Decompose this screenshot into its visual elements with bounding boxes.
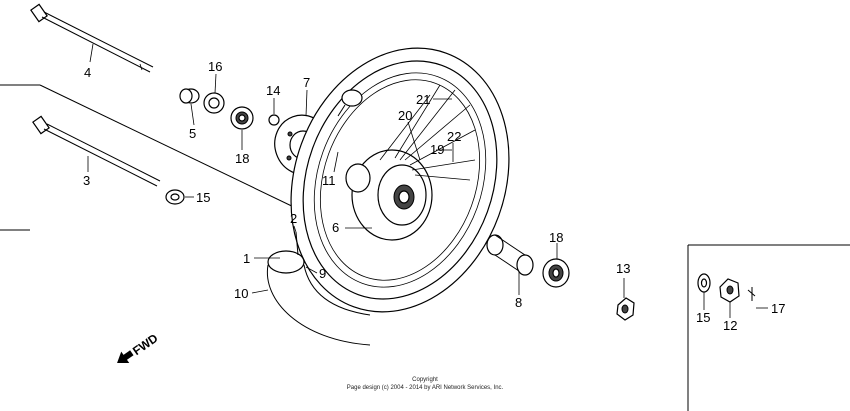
spokes	[379, 84, 476, 181]
callout-9: 9	[319, 266, 326, 281]
distance-collar	[486, 234, 534, 276]
callout-10: 10	[234, 286, 248, 301]
left-section-boundary	[0, 84, 301, 231]
callout-20: 20	[398, 108, 412, 123]
cotter-pin	[747, 287, 756, 301]
callout-12: 12	[723, 318, 737, 333]
callout-7: 7	[303, 75, 310, 90]
washer-left	[165, 189, 185, 205]
callout-11: 11	[322, 173, 336, 188]
fwd-label: FWD	[130, 331, 161, 358]
callout-22: 22	[447, 129, 461, 144]
callout-6: 6	[332, 220, 339, 235]
callout-14: 14	[266, 83, 280, 98]
wheel-hub	[345, 149, 433, 241]
copyright-line2: Page design (c) 2004 - 2014 by ARI Netwo…	[347, 385, 504, 391]
callout-18-right: 18	[549, 230, 563, 245]
callout-21: 21	[416, 92, 430, 107]
callout-4: 4	[84, 65, 91, 80]
fwd-arrow-icon: FWD	[117, 331, 161, 364]
callout-2: 2	[290, 211, 297, 226]
leader-lines	[87, 43, 768, 318]
callout-19: 19	[430, 142, 444, 157]
bearing-left	[230, 106, 254, 130]
collar	[179, 88, 200, 104]
callout-16: 16	[208, 59, 222, 74]
small-nut	[268, 114, 280, 126]
callout-15-left: 15	[196, 190, 210, 205]
callout-labels: 4 16 5 18 14 7 3 15 11 21 20 22 19 6 2 1…	[83, 59, 785, 333]
callout-8: 8	[515, 295, 522, 310]
callout-17: 17	[771, 301, 785, 316]
bearing-right	[542, 258, 570, 288]
axle-nut	[616, 297, 635, 321]
copyright-line1: Copyright	[412, 377, 438, 383]
copyright-notice: Copyright Page design (c) 2004 - 2014 by…	[347, 377, 504, 391]
tube-valve	[337, 89, 363, 117]
axle-short	[32, 115, 161, 187]
washer-right	[697, 273, 711, 293]
dust-seal	[203, 92, 225, 114]
callout-1: 1	[243, 251, 250, 266]
tire-cutaway	[266, 250, 371, 346]
axle-long	[30, 3, 154, 73]
castle-nut	[719, 278, 740, 303]
callout-5: 5	[189, 126, 196, 141]
right-section-boundary	[687, 244, 850, 411]
callout-3: 3	[83, 173, 90, 188]
callout-18-left: 18	[235, 151, 249, 166]
callout-15-right: 15	[696, 310, 710, 325]
callout-13: 13	[616, 261, 630, 276]
rim-valve	[295, 231, 299, 256]
